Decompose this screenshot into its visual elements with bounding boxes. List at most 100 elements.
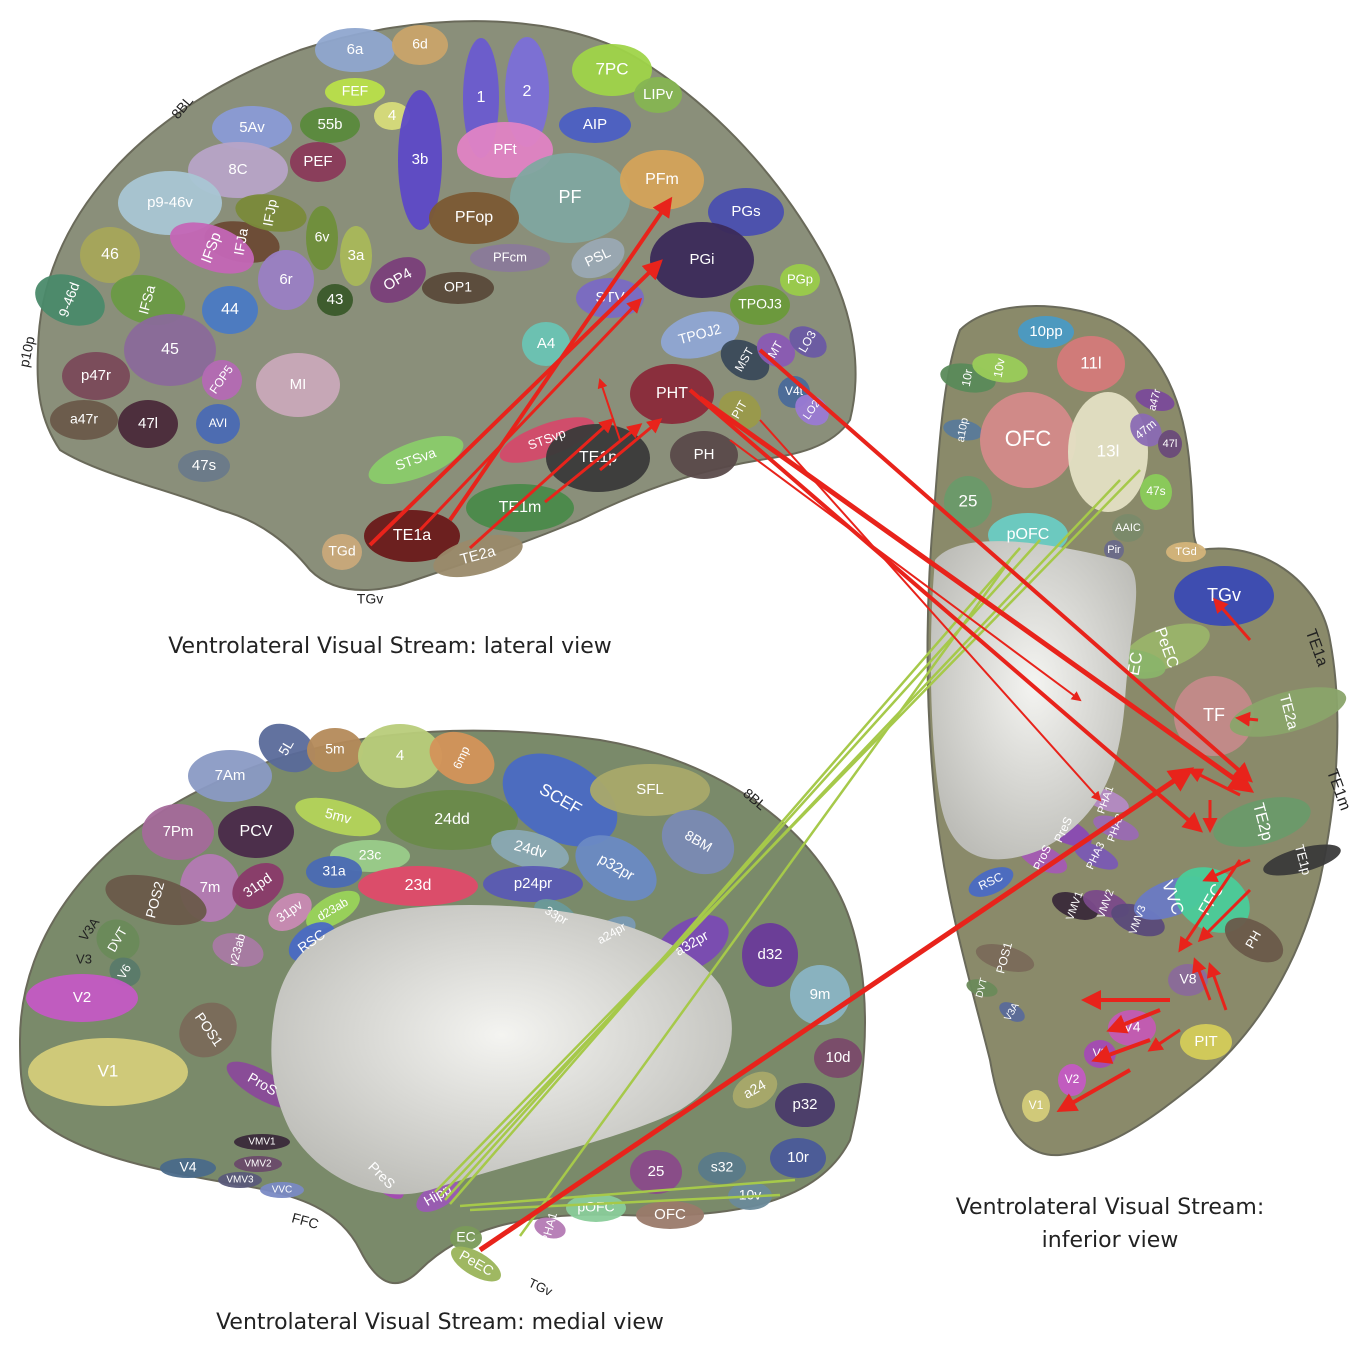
medial-region-label: VMV1 xyxy=(248,1137,276,1148)
lateral-region-label: p47r xyxy=(81,367,111,384)
lateral-region-label: PGi xyxy=(689,251,714,268)
medial-region-label: VVC xyxy=(272,1185,293,1196)
medial-region-label: V1 xyxy=(98,1061,119,1080)
medial-region-label: V2 xyxy=(73,989,91,1006)
lateral-region-label: TGd xyxy=(328,543,355,559)
inferior-region-label: TGv xyxy=(1207,585,1241,605)
lateral-region-label: 6r xyxy=(279,271,292,288)
inferior-region-label: pOFC xyxy=(1007,526,1050,543)
medial-outer-label: FFC xyxy=(290,1209,320,1231)
inferior-region-label: V2 xyxy=(1065,1072,1080,1086)
lateral-region-label: 6a xyxy=(347,41,364,58)
medial-region-label: VMV2 xyxy=(244,1159,272,1170)
caption-inferior-view-line2: inferior view xyxy=(930,1226,1290,1256)
lateral-outer-label: TGv xyxy=(357,591,383,607)
medial-region-label: 23d xyxy=(405,877,432,894)
lateral-region-label: 46 xyxy=(101,246,119,263)
medial-region-label: 24dd xyxy=(434,811,470,828)
lateral-region-label: 1 xyxy=(477,89,486,106)
medial-region-label: OFC xyxy=(654,1206,686,1223)
lateral-region-label: PF xyxy=(558,187,581,207)
medial-region-label: 25 xyxy=(648,1163,665,1180)
inferior-region-label: PIT xyxy=(1194,1033,1217,1050)
medial-region-label: 23c xyxy=(359,847,382,863)
caption-medial-view: Ventrolateral Visual Stream: medial view xyxy=(160,1308,720,1338)
lateral-region-label: 3a xyxy=(348,247,365,264)
lateral-region-label: AVI xyxy=(209,416,227,430)
medial-region-label: 7m xyxy=(200,879,221,896)
medial-region-label: 4 xyxy=(396,747,404,764)
medial-region-label: V4 xyxy=(179,1159,196,1175)
medial-region-label: EC xyxy=(456,1229,475,1245)
lateral-region-label: 43 xyxy=(327,291,344,308)
lateral-region-label: 5Av xyxy=(239,119,265,136)
lateral-region-label: AIP xyxy=(583,116,607,133)
lateral-region-label: 6d xyxy=(412,36,428,52)
medial-region-label: 9m xyxy=(810,986,831,1003)
inferior-region-label: V1 xyxy=(1029,1098,1044,1112)
lateral-region-label: LIPv xyxy=(643,86,674,103)
inferior-region-label: TF xyxy=(1203,705,1225,725)
lateral-region-label: 44 xyxy=(221,301,239,318)
lateral-region-label: PFcm xyxy=(493,249,527,264)
lateral-region-label: a47r xyxy=(70,411,98,427)
medial-outer-label: V3 xyxy=(76,951,92,966)
lateral-region-label: A4 xyxy=(537,335,555,352)
lateral-region-label: 2 xyxy=(523,83,532,100)
lateral-region-label: 4 xyxy=(388,107,396,124)
inferior-region-label: OFC xyxy=(1005,426,1052,451)
lateral-outer-label: p10p xyxy=(16,335,38,369)
lateral-region-label: p9-46v xyxy=(147,194,193,211)
medial-outer-label: TGv xyxy=(526,1275,555,1299)
lateral-region-label: PFt xyxy=(493,141,517,158)
inferior-region-label: V8 xyxy=(1179,971,1196,987)
lateral-region-label: MI xyxy=(290,376,307,393)
lateral-region-label: PEF xyxy=(303,153,332,170)
lateral-region-label: TE1a xyxy=(393,527,431,544)
medial-region-label: s32 xyxy=(711,1159,734,1175)
lateral-region-label: PGp xyxy=(787,271,813,286)
medial-region-label: d32 xyxy=(757,946,782,963)
medial-region-label: 7Pm xyxy=(163,823,194,840)
medial-region-label: VMV3 xyxy=(226,1175,254,1186)
lateral-region-label: PFop xyxy=(455,209,493,226)
lateral-region-label: PH xyxy=(694,446,715,463)
medial-region-label: SFL xyxy=(636,781,664,798)
medial-region-label: p24pr xyxy=(514,875,552,892)
inferior-region-label: 11l xyxy=(1080,353,1101,372)
inferior-region-label: AAIC xyxy=(1115,522,1141,534)
inferior-region-label: 47s xyxy=(1146,484,1165,498)
inferior-region-label: 13l xyxy=(1097,441,1120,460)
medial-region-label: p32 xyxy=(792,1096,817,1113)
lateral-region-label: 6v xyxy=(315,229,330,245)
medial-region-label: 31a xyxy=(322,863,346,879)
medial-region-label: 10d xyxy=(825,1049,850,1066)
inferior-region-label: TGd xyxy=(1175,546,1196,558)
lateral-region-label: 3b xyxy=(412,151,429,168)
inferior-region-label: 47l xyxy=(1163,438,1178,450)
inferior-region-label: 10r xyxy=(959,368,976,388)
lateral-region-label: 7PC xyxy=(595,59,628,78)
lateral-region-label: OP1 xyxy=(444,279,472,295)
lateral-region-label: PFm xyxy=(645,171,679,188)
lateral-region-label: 45 xyxy=(161,341,179,358)
medial-region-label: 10v xyxy=(739,1187,762,1203)
medial-region-label: pOFC xyxy=(577,1199,614,1215)
inferior-region-label: Pir xyxy=(1107,544,1121,556)
medial-region-label: 10r xyxy=(787,1149,809,1166)
lateral-region-label: TPOJ3 xyxy=(738,296,782,312)
connectivity-arrow xyxy=(1238,718,1258,720)
lateral-region-label: FEF xyxy=(342,83,368,99)
lateral-region-label: 47l xyxy=(138,415,158,432)
inferior-region-label: 25 xyxy=(959,491,978,510)
caption-lateral-view: Ventrolateral Visual Stream: lateral vie… xyxy=(120,632,660,662)
inferior-region-label: 10pp xyxy=(1029,323,1062,340)
medial-region-label: 7Am xyxy=(215,767,246,784)
medial-region-label: PCV xyxy=(240,823,273,840)
lateral-region-label: 8C xyxy=(228,161,247,178)
medial-region-label: 5m xyxy=(325,741,344,757)
lateral-region-label: 47s xyxy=(192,457,216,474)
lateral-region-label: PGs xyxy=(731,203,760,220)
